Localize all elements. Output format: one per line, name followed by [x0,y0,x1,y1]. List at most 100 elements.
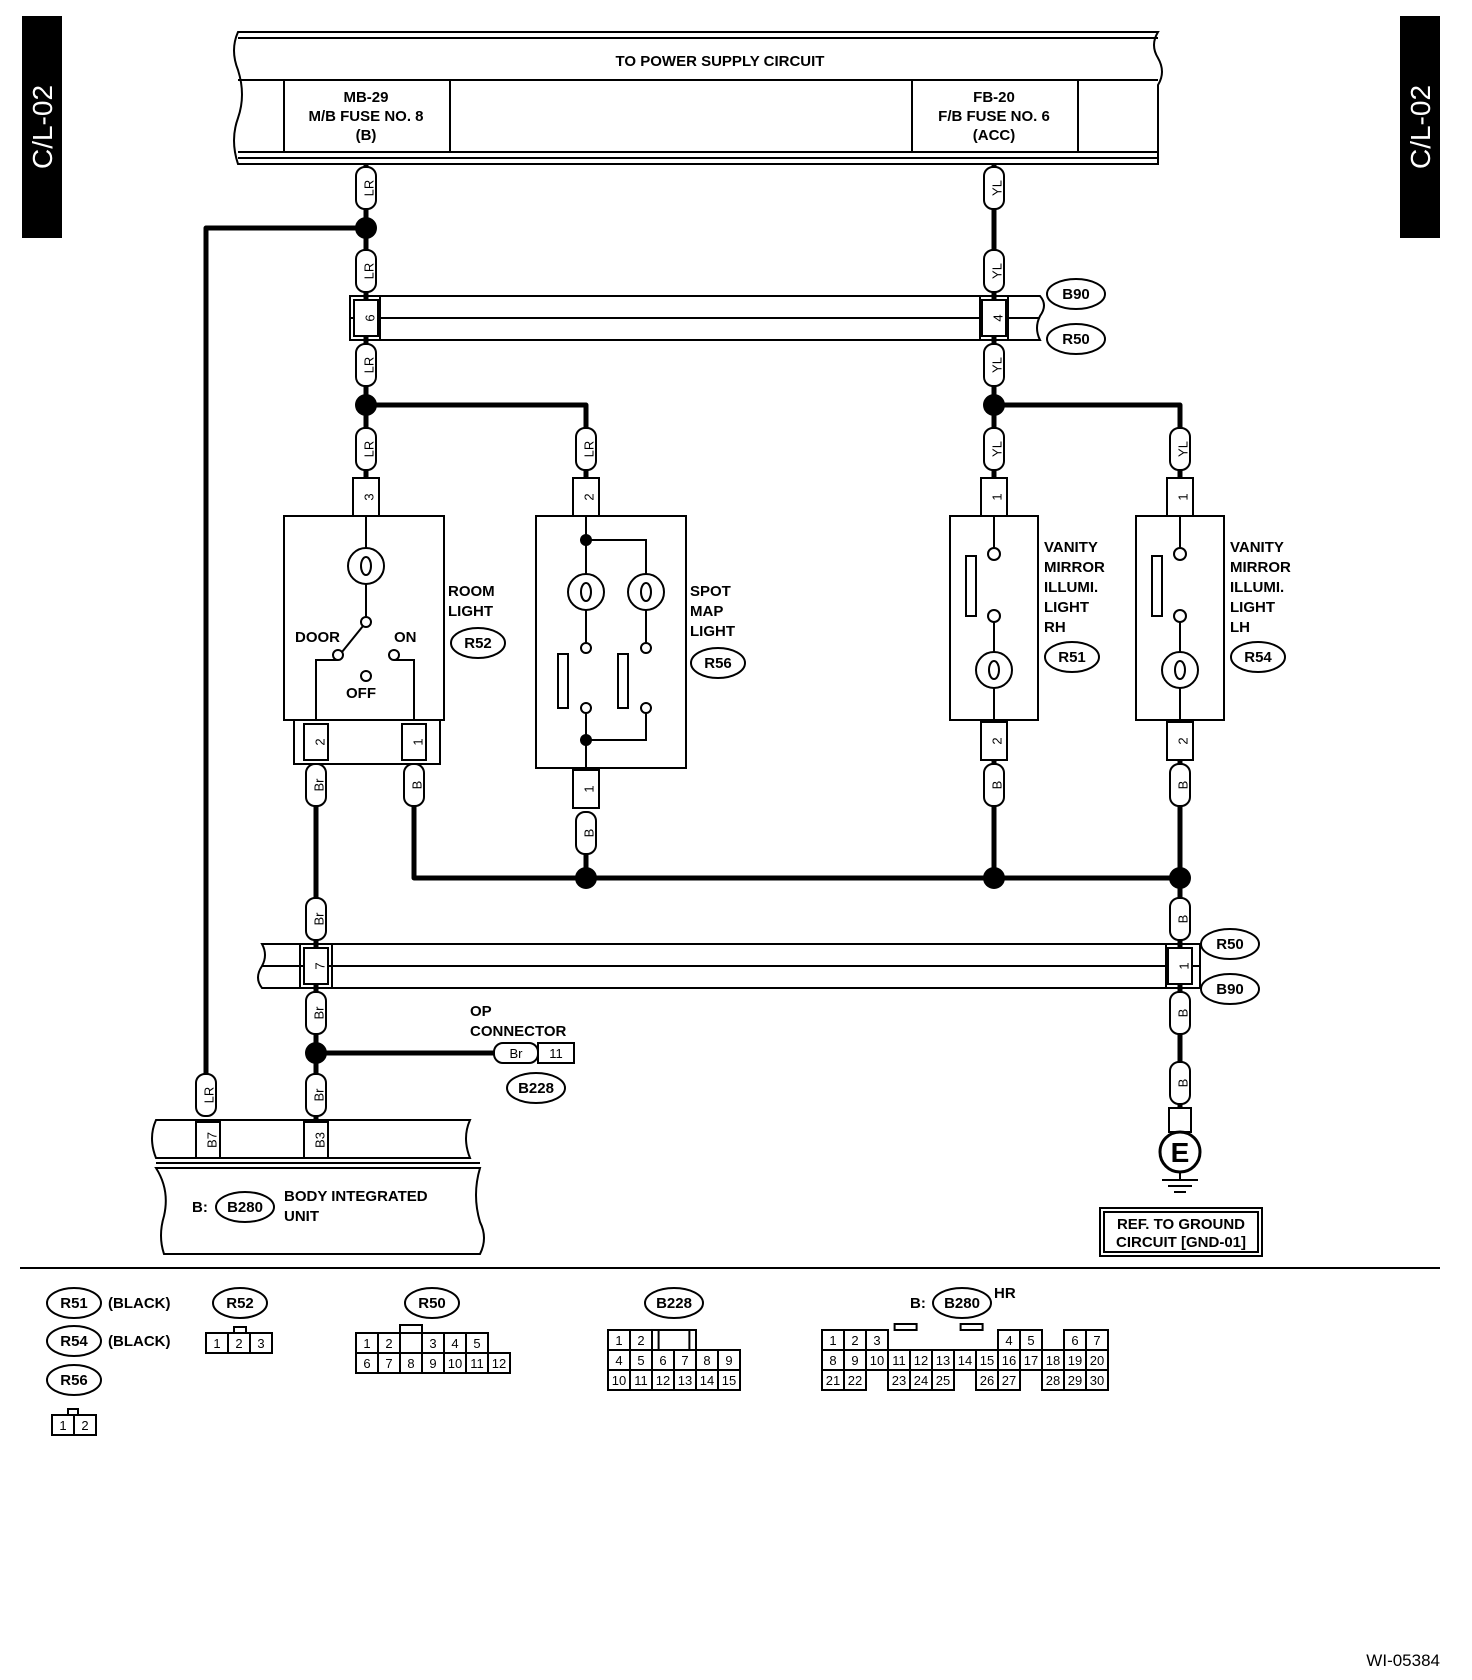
legend-pin-label: 5 [637,1353,644,1368]
vlh-l4: LIGHT [1230,599,1275,616]
wire-tag: LR [575,427,597,471]
vlh-l2: MIRROR [1230,559,1291,576]
vrh-pin-top: 1 [989,493,1004,500]
legend-pin-label: 23 [892,1373,906,1388]
biu-pin-b3: B3 [312,1132,327,1148]
legend-pin-label: 24 [914,1373,928,1388]
legend-r52-face: 1 2 3 [205,1326,273,1354]
legend-pin-cell [1085,1369,1109,1391]
room-on-label: ON [394,629,417,646]
legend-pin-label: 15 [722,1373,736,1388]
fuse-right-line1: FB-20 [973,89,1015,106]
vlh-l5: LH [1230,619,1250,636]
legend-pin-label: 1 [829,1333,836,1348]
upper-harness-connector: 6 4 [349,295,1045,341]
junction-dot [983,867,1005,889]
wire-tag: Br [305,1073,327,1117]
legend-pin-label: 5 [1027,1333,1034,1348]
legend-pin-label: 10 [612,1373,626,1388]
spot-map-light: 2 1 SPOT MAP LIGHT R56 [535,477,746,809]
legend-key-tab [399,1324,423,1334]
legend-r56-face: 1 2 [51,1408,97,1436]
wire-tag: YL [983,427,1005,471]
svg-text:2: 2 [235,1336,242,1351]
svg-text:Br: Br [311,1006,326,1020]
svg-text:Br: Br [311,778,326,792]
legend-b228: B228 [656,1295,692,1312]
vrh-l3: ILLUMI. [1044,579,1098,596]
lower-pin-right: 1 [1176,962,1191,969]
legend-key-gap [657,1329,691,1351]
legend-pin-label: 2 [851,1333,858,1348]
harness-connector-ids: B90 R50 R50 B90 [1046,278,1260,1005]
svg-text:Br: Br [311,912,326,926]
legend-pin-label: 4 [451,1336,458,1351]
legend-pin-label: 6 [1071,1333,1078,1348]
junction-dot [305,1042,327,1064]
conn-b90-upper: B90 [1062,286,1090,303]
conn-b90-lower: B90 [1216,981,1244,998]
legend-pin-label: 16 [1002,1353,1016,1368]
legend-pin-label: 17 [1024,1353,1038,1368]
vrh-l2: MIRROR [1044,559,1105,576]
svg-text:LR: LR [361,263,376,280]
wire-tag: B [1169,763,1191,807]
legend-pin-label: 22 [848,1373,862,1388]
vrh-l5: RH [1044,619,1066,636]
ground-ref2: CIRCUIT [GND-01] [1116,1234,1246,1251]
legend-pin-label: 4 [1005,1333,1012,1348]
lower-pin-left: 7 [312,962,327,969]
legend-pin-label: 6 [363,1356,370,1371]
wire-tag: YL [1169,427,1191,471]
legend-pin-label: 18 [1046,1353,1060,1368]
legend-r51-black: (BLACK) [108,1295,170,1312]
op-wire-color: Br [510,1046,524,1061]
legend-pin-label: 8 [829,1353,836,1368]
svg-text:B: B [409,781,424,790]
wire-tag: B [403,763,425,807]
legend-pin-label: 10 [870,1353,884,1368]
vrh-l4: LIGHT [1044,599,1089,616]
vrh-l1: VANITY [1044,539,1098,556]
legend-pin-label: 8 [407,1356,414,1371]
legend-r54-black: (BLACK) [108,1333,170,1350]
legend-pin-label: 30 [1090,1373,1104,1388]
spot-pin-bottom: 1 [581,785,596,792]
legend-pin-label: 11 [470,1356,484,1371]
legend-r51: R51 [60,1295,88,1312]
legend-pin-label: 26 [980,1373,994,1388]
svg-text:LR: LR [361,180,376,197]
junction-dot [1169,867,1191,889]
biu-pin-b7: B7 [204,1132,219,1148]
legend-pin-label: 11 [892,1353,906,1368]
legend-pin-cell [487,1352,511,1374]
spot-map-name3: LIGHT [690,623,735,640]
legend-pin-label: 11 [634,1373,648,1388]
fuse-left-line2: M/B FUSE NO. 8 [308,108,423,125]
legend-pin-label: 9 [429,1356,436,1371]
wire-tag: B [983,763,1005,807]
legend-b280-hr: HR [994,1285,1016,1302]
legend-key-tab [893,1323,918,1331]
legend-b280: B280 [944,1295,980,1312]
svg-text:1: 1 [59,1418,66,1433]
power-supply-block: TO POWER SUPPLY CIRCUIT MB-29 M/B FUSE N… [233,31,1163,165]
wire-tag: LR [355,249,377,293]
biu-prefix: B: [192,1199,208,1216]
svg-text:YL: YL [989,441,1004,457]
legend-b280-prefix: B: [910,1295,926,1312]
conn-r52: R52 [464,635,492,652]
legend-pin-label: 2 [385,1336,392,1351]
ground-symbol: E [1171,1137,1190,1168]
conn-r50-upper: R50 [1062,331,1090,348]
svg-text:3: 3 [257,1336,264,1351]
legend-pin-label: 9 [725,1353,732,1368]
legend-pin-label: 13 [936,1353,950,1368]
wire-tag: LR [355,166,377,210]
legend-pin-label: 2 [637,1333,644,1348]
svg-text:B: B [1175,1009,1190,1018]
